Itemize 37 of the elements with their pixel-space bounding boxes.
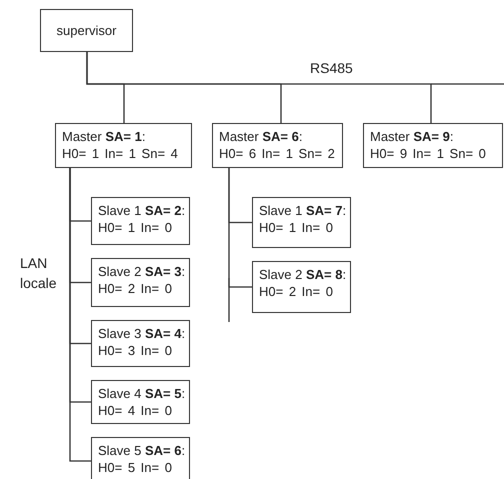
- node-parameters: H0= 6 In= 1 Sn= 2: [219, 145, 336, 162]
- node-title: Slave 1 SA= 2:: [98, 202, 183, 219]
- connector-line: [86, 52, 432, 123]
- node-parameters: H0= 4 In= 0: [98, 402, 173, 419]
- bus-label: RS485: [310, 59, 353, 78]
- network-label: LAN locale: [20, 254, 58, 293]
- node-title: Slave 3 SA= 4:: [98, 325, 183, 342]
- node-title: Slave 2 SA= 8:: [259, 266, 344, 283]
- connector-line: [69, 168, 91, 462]
- device-box: [91, 258, 190, 307]
- node-parameters: H0= 1 In= 0: [259, 219, 334, 236]
- node-parameters: H0= 9 In= 1 Sn= 0: [370, 145, 487, 162]
- supervisor-box: [40, 9, 133, 52]
- device-box: [363, 123, 503, 168]
- node-title: Slave 2 SA= 3:: [98, 263, 183, 280]
- node-title: Master SA= 9:: [370, 128, 454, 145]
- node-parameters: H0= 2 In= 0: [98, 280, 173, 297]
- node-parameters: H0= 5 In= 0: [98, 459, 173, 476]
- device-box: [252, 197, 351, 248]
- device-box: [91, 437, 190, 479]
- node-parameters: H0= 3 In= 0: [98, 342, 173, 359]
- node-title: Slave 4 SA= 5:: [98, 385, 183, 402]
- node-title: Slave 5 SA= 6:: [98, 442, 183, 459]
- device-box: [91, 320, 190, 367]
- device-box: [91, 197, 190, 245]
- device-box: [212, 123, 343, 168]
- node-title: Slave 1 SA= 7:: [259, 202, 344, 219]
- device-box: [91, 380, 190, 424]
- connector-line: [228, 168, 252, 288]
- node-parameters: H0= 2 In= 0: [259, 283, 334, 300]
- node-title: supervisor: [56, 22, 116, 39]
- node-title: Master SA= 6:: [219, 128, 304, 145]
- device-box: [55, 123, 192, 168]
- node-parameters: H0= 1 In= 0: [98, 219, 173, 236]
- node-parameters: H0= 1 In= 1 Sn= 4: [62, 145, 179, 162]
- device-box: [252, 261, 351, 313]
- node-title: Master SA= 1:: [62, 128, 146, 145]
